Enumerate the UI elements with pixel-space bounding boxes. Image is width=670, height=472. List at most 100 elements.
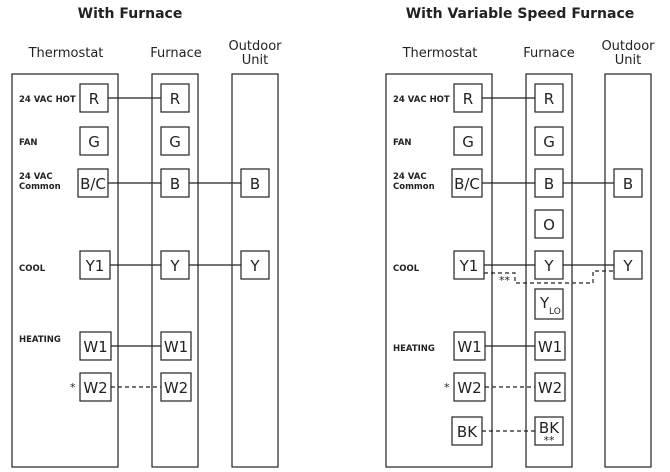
furnace-terminal-y-label: Y xyxy=(169,257,180,275)
w2-optional-note: * xyxy=(70,381,76,394)
thermostat-terminal-y1-label: Y1 xyxy=(85,257,105,275)
furnace-terminal-r-label: R xyxy=(170,90,180,108)
outdoor-column-heading-line1: Outdoor xyxy=(228,39,282,54)
furnace-terminal-w2-label: W2 xyxy=(538,379,562,397)
furnace-panel xyxy=(525,73,573,468)
furnace-terminal-ylo-subscript: LO xyxy=(549,307,561,317)
furnace-terminal-w2 xyxy=(160,372,192,402)
w2-optional-note: * xyxy=(444,381,450,394)
furnace-terminal-g-label: G xyxy=(169,133,181,151)
furnace-terminal-w2 xyxy=(534,372,566,402)
outdoor-unit-panel xyxy=(231,73,279,468)
thermostat-terminal-y1 xyxy=(453,250,485,280)
furnace-column-heading: Furnace xyxy=(523,46,574,61)
thermostat-terminal-r xyxy=(453,83,483,113)
ylo-optional-note: ** xyxy=(499,274,511,287)
thermostat-terminal-w1-label: W1 xyxy=(457,338,481,356)
row-label-fan: FAN xyxy=(19,138,38,148)
furnace-terminal-g xyxy=(534,126,564,156)
thermostat-terminal-w2 xyxy=(453,372,486,402)
wire-ylo-optional xyxy=(484,270,614,284)
furnace-terminal-b-label: B xyxy=(170,175,180,193)
row-label-fan: FAN xyxy=(393,138,412,148)
furnace-terminal-w1-label: W1 xyxy=(164,338,188,356)
outdoor-terminal-b-label: B xyxy=(250,175,260,193)
row-label-24vac-common-line2: Common xyxy=(19,182,61,192)
row-label-cool: COOL xyxy=(19,264,46,274)
furnace-terminal-g-label: G xyxy=(543,133,555,151)
thermostat-terminal-bc xyxy=(451,168,483,198)
furnace-terminal-w1-label: W1 xyxy=(538,338,562,356)
outdoor-terminal-b xyxy=(240,168,270,198)
row-label-24vac-hot: 24 VAC HOT xyxy=(19,95,76,105)
thermostat-terminal-g xyxy=(453,126,483,156)
outdoor-terminal-y-label: Y xyxy=(622,257,633,275)
bk-optional-note: ** xyxy=(544,434,556,447)
thermostat-terminal-y1 xyxy=(79,250,111,280)
diagram-with-furnace: With Furnace Thermostat Furnace Outdoor … xyxy=(11,6,282,468)
thermostat-column-heading: Thermostat xyxy=(28,46,104,61)
diagram-with-variable-speed-furnace: With Variable Speed Furnace Thermostat F… xyxy=(385,6,655,468)
thermostat-terminal-bc-label: B/C xyxy=(454,175,480,193)
outdoor-terminal-y xyxy=(240,250,270,280)
outdoor-terminal-b xyxy=(613,168,643,198)
thermostat-terminal-w1 xyxy=(453,331,486,361)
outdoor-terminal-y xyxy=(613,250,643,280)
outdoor-column-heading-line2: Unit xyxy=(242,53,268,68)
row-label-24vac-common-line1: 24 VAC xyxy=(19,172,53,182)
furnace-terminal-b-label: B xyxy=(544,175,554,193)
thermostat-terminal-y1-label: Y1 xyxy=(459,257,479,275)
thermostat-terminal-w2-label: W2 xyxy=(457,379,481,397)
furnace-terminal-w2-label: W2 xyxy=(164,379,188,397)
row-label-24vac-common-line2: Common xyxy=(393,182,435,192)
outdoor-terminal-b-label: B xyxy=(623,175,633,193)
furnace-terminal-o xyxy=(534,209,564,239)
furnace-terminal-r xyxy=(160,83,190,113)
furnace-terminal-bk-label: BK xyxy=(539,419,560,437)
furnace-terminal-g xyxy=(160,126,190,156)
thermostat-terminal-g xyxy=(79,126,109,156)
furnace-terminal-ylo xyxy=(534,288,564,320)
furnace-terminal-b xyxy=(160,168,190,198)
thermostat-terminal-bk xyxy=(451,416,483,446)
row-label-heating: HEATING xyxy=(19,335,61,345)
furnace-column-heading: Furnace xyxy=(150,46,201,61)
thermostat-terminal-r-label: R xyxy=(463,90,473,108)
furnace-panel xyxy=(151,73,199,468)
furnace-terminal-w1 xyxy=(534,331,566,361)
furnace-terminal-w1 xyxy=(160,331,192,361)
diagram-title: With Furnace xyxy=(78,6,183,22)
row-label-24vac-hot: 24 VAC HOT xyxy=(393,95,450,105)
thermostat-terminal-bc-label: B/C xyxy=(80,175,106,193)
furnace-terminal-y xyxy=(534,250,564,280)
furnace-terminal-r-label: R xyxy=(544,90,554,108)
outdoor-column-heading-line2: Unit xyxy=(615,53,641,68)
thermostat-terminal-bc xyxy=(77,168,109,198)
thermostat-panel xyxy=(11,73,119,468)
outdoor-terminal-y-label: Y xyxy=(249,257,260,275)
furnace-terminal-ylo-label: Y xyxy=(539,294,550,312)
furnace-terminal-b xyxy=(534,168,564,198)
thermostat-panel xyxy=(385,73,493,468)
thermostat-terminal-w1-label: W1 xyxy=(83,338,107,356)
thermostat-terminal-w2 xyxy=(79,372,112,402)
thermostat-terminal-w1 xyxy=(79,331,112,361)
thermostat-terminal-w2-label: W2 xyxy=(83,379,107,397)
thermostat-terminal-bk-label: BK xyxy=(457,423,478,441)
diagram-title: With Variable Speed Furnace xyxy=(406,6,635,22)
furnace-terminal-y xyxy=(160,250,190,280)
row-label-heating: HEATING xyxy=(393,344,435,354)
furnace-terminal-r xyxy=(534,83,564,113)
thermostat-terminal-r xyxy=(79,83,109,113)
furnace-terminal-y-label: Y xyxy=(543,257,554,275)
furnace-terminal-o-label: O xyxy=(543,216,555,234)
furnace-terminal-bk xyxy=(534,416,564,446)
outdoor-column-heading-line1: Outdoor xyxy=(601,39,655,54)
thermostat-terminal-g-label: G xyxy=(88,133,100,151)
row-label-cool: COOL xyxy=(393,264,420,274)
thermostat-terminal-r-label: R xyxy=(89,90,99,108)
thermostat-column-heading: Thermostat xyxy=(402,46,478,61)
row-label-24vac-common-line1: 24 VAC xyxy=(393,172,427,182)
thermostat-terminal-g-label: G xyxy=(462,133,474,151)
